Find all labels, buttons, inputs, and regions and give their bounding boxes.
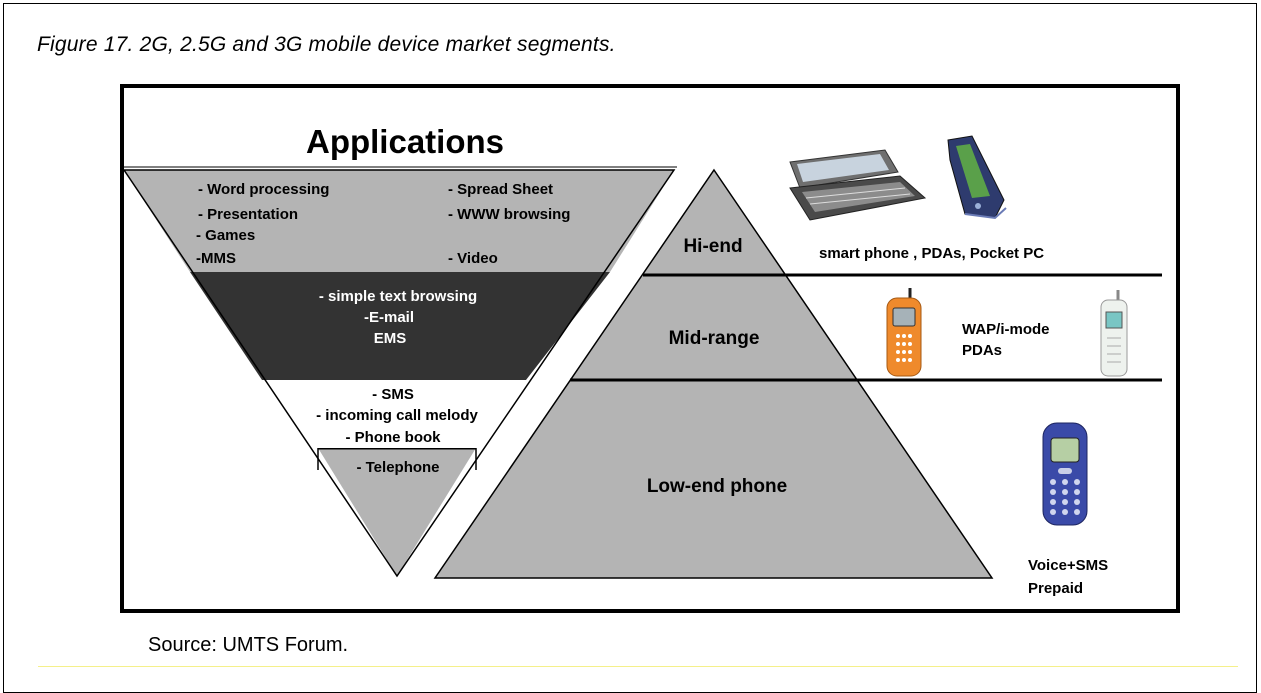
applications-bottom-band bbox=[318, 448, 476, 576]
app-item: - Telephone bbox=[356, 459, 439, 476]
app-item: - Phone book bbox=[346, 429, 442, 446]
applications-title: Applications bbox=[306, 123, 504, 160]
app-item: -E-mail bbox=[364, 309, 414, 326]
low-end-devices-line1: Voice+SMS bbox=[1028, 557, 1108, 574]
hi-end-devices: smart phone , PDAs, Pocket PC bbox=[819, 245, 1044, 262]
app-item: - Video bbox=[448, 250, 498, 267]
app-item: -MMS bbox=[196, 250, 236, 267]
figure-caption: Figure 17. 2G, 2.5G and 3G mobile device… bbox=[37, 33, 616, 56]
hi-end-label: Hi-end bbox=[683, 236, 742, 257]
applications-white-band bbox=[262, 380, 526, 448]
app-item: - Word processing bbox=[198, 181, 329, 198]
orange-phone-icon bbox=[886, 288, 922, 377]
mid-range-label: Mid-range bbox=[669, 328, 760, 349]
app-item: - simple text browsing bbox=[319, 288, 477, 305]
segments-pyramid bbox=[433, 168, 994, 579]
smartphone-keyboard-icon bbox=[789, 149, 927, 221]
mid-range-devices-line1: WAP/i-mode bbox=[962, 321, 1050, 338]
app-item: - WWW browsing bbox=[448, 206, 570, 223]
market-segments-diagram: Applications - Word processing - Present… bbox=[120, 84, 1180, 613]
low-end-devices-line2: Prepaid bbox=[1028, 580, 1083, 597]
app-item: - Presentation bbox=[198, 206, 298, 223]
diagram-frame bbox=[120, 84, 1180, 613]
low-end-label: Low-end phone bbox=[647, 476, 787, 497]
app-item: - Games bbox=[196, 227, 255, 244]
mid-range-devices-line2: PDAs bbox=[962, 342, 1002, 359]
app-item: - SMS bbox=[372, 386, 414, 403]
applications-dark-band bbox=[190, 272, 610, 380]
pda-icon bbox=[947, 135, 1007, 220]
applications-gray-band bbox=[124, 170, 674, 272]
app-item: - incoming call melody bbox=[316, 407, 478, 424]
source-note: Source: UMTS Forum. bbox=[148, 634, 349, 656]
footer-rule bbox=[38, 666, 1238, 667]
applications-triangle-outline bbox=[122, 169, 676, 578]
app-item: EMS bbox=[374, 330, 407, 347]
telephone-box bbox=[318, 448, 476, 450]
app-item: - Spread Sheet bbox=[448, 181, 553, 198]
white-phone-icon bbox=[1100, 290, 1128, 377]
blue-phone-icon bbox=[1042, 422, 1088, 526]
